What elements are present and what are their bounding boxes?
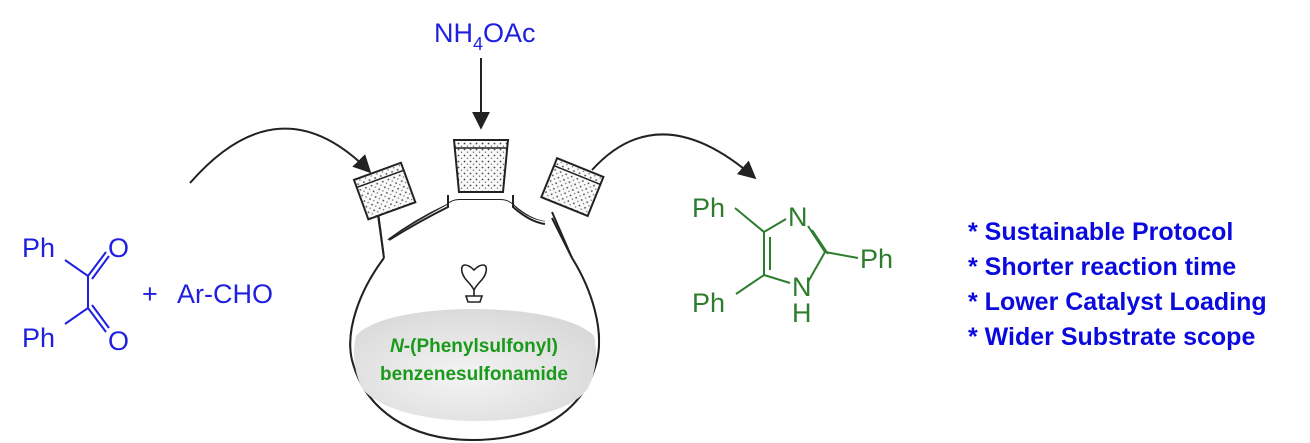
three-neck-flask xyxy=(349,139,605,442)
benzil-structure: Ph Ph O O xyxy=(22,233,129,356)
product-n-top: N xyxy=(788,202,808,232)
plus-sign: + xyxy=(142,279,158,309)
benefit-item-3: * Lower Catalyst Loading xyxy=(968,288,1267,316)
catalyst-label-line2: benzenesulfonamide xyxy=(380,364,568,385)
reagent-nh4oac: NH4OAc xyxy=(434,18,536,54)
product-ph-bottom: Ph xyxy=(692,288,725,318)
product-ph-top: Ph xyxy=(692,193,725,223)
benefit-item-2: * Shorter reaction time xyxy=(968,253,1236,281)
catalyst-label-line1: N-(Phenylsulfonyl) xyxy=(390,336,558,357)
stopper-left xyxy=(352,161,417,221)
product-h: H xyxy=(792,298,812,328)
aldehyde-label: Ar-CHO xyxy=(177,279,273,309)
product-ph-right: Ph xyxy=(860,244,893,274)
benzil-o-bottom: O xyxy=(108,326,129,356)
benzil-o-top: O xyxy=(108,233,129,263)
benefit-item-1: * Sustainable Protocol xyxy=(968,218,1233,246)
benzil-ph-top: Ph xyxy=(22,233,55,263)
benzil-ph-bottom: Ph xyxy=(22,323,55,353)
stopper-right xyxy=(540,156,605,218)
feed-curved-arrow xyxy=(189,127,372,184)
product-curved-arrow xyxy=(591,133,757,180)
benefit-item-4: * Wider Substrate scope xyxy=(968,323,1255,351)
stopper-middle xyxy=(452,139,510,193)
flask-liquid xyxy=(354,309,596,421)
triphenylimidazole-structure: Ph Ph Ph N N H xyxy=(692,193,893,328)
product-n-bottom: N xyxy=(792,272,812,302)
stir-bar-icon xyxy=(460,264,488,303)
